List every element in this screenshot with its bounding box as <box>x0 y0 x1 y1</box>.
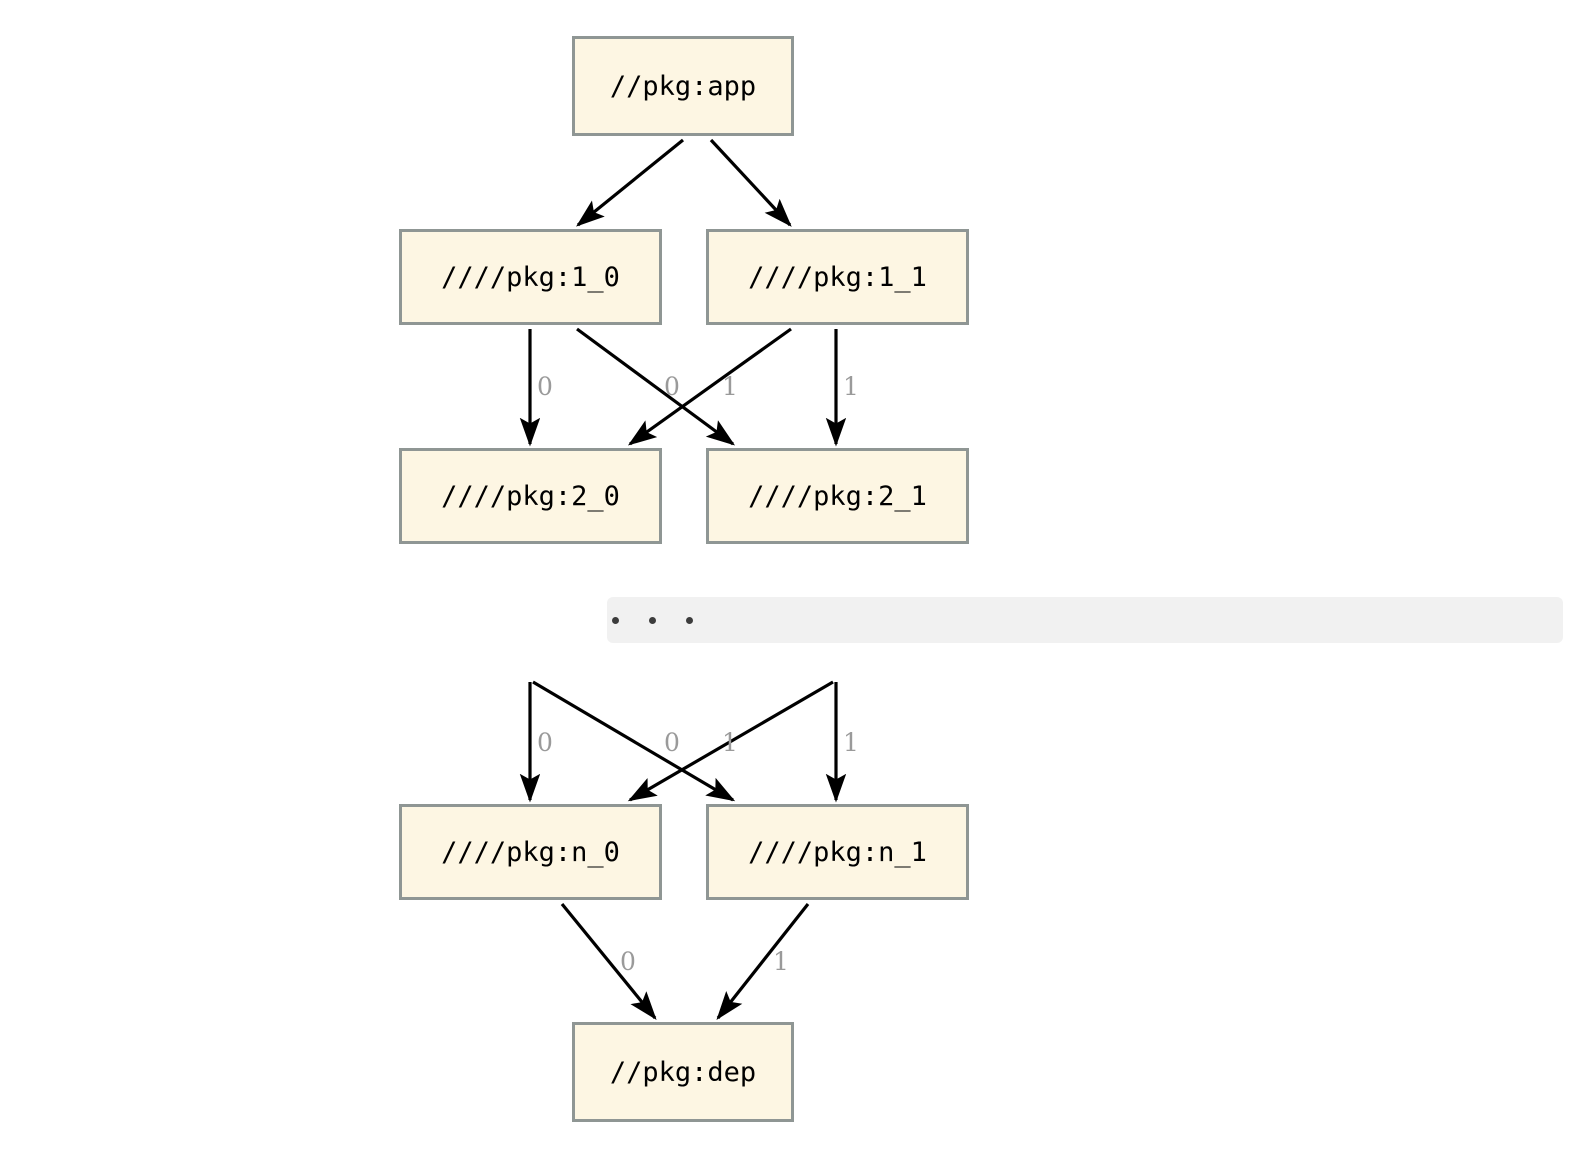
graph-node-ln_0[interactable]: ////pkg:n_0 <box>399 804 662 900</box>
graph-node-l1_0[interactable]: ////pkg:1_0 <box>399 229 662 325</box>
ellipsis-dot-icon <box>612 617 619 624</box>
graph-node-label: ////pkg:1_0 <box>441 261 620 293</box>
graph-edge <box>576 138 685 227</box>
edge-label: 1 <box>722 372 738 401</box>
edge-label: 1 <box>773 947 789 976</box>
graph-node-app[interactable]: //pkg:app <box>572 36 794 136</box>
ellipsis-dot-icon <box>686 617 693 624</box>
edge-label: 1 <box>843 728 859 757</box>
graph-edge <box>532 680 736 802</box>
ellipsis-separator-band <box>607 597 1563 643</box>
graph-node-label: ////pkg:n_1 <box>748 836 927 868</box>
graph-node-label: //pkg:app <box>609 70 757 102</box>
graph-edge <box>627 327 792 446</box>
graph-edge <box>716 903 810 1021</box>
graph-node-l2_1[interactable]: ////pkg:2_1 <box>706 448 969 544</box>
edge-label: 0 <box>537 372 553 401</box>
graph-edge <box>576 327 736 446</box>
edge-label: 0 <box>664 372 680 401</box>
graph-edge <box>709 138 792 227</box>
edge-label: 1 <box>722 728 738 757</box>
edge-label: 0 <box>537 728 553 757</box>
graph-node-label: ////pkg:n_0 <box>441 836 620 868</box>
ellipsis-dot-icon <box>649 617 656 624</box>
edge-label: 1 <box>843 372 859 401</box>
graph-node-label: ////pkg:1_1 <box>748 261 927 293</box>
graph-edge <box>560 902 657 1020</box>
edge-label: 0 <box>620 947 636 976</box>
graph-node-l1_1[interactable]: ////pkg:1_1 <box>706 229 969 325</box>
graph-node-l2_0[interactable]: ////pkg:2_0 <box>399 448 662 544</box>
edge-label: 0 <box>664 728 680 757</box>
graph-node-label: ////pkg:2_1 <box>748 480 927 512</box>
graph-node-ln_1[interactable]: ////pkg:n_1 <box>706 804 969 900</box>
graph-node-label: ////pkg:2_0 <box>441 480 620 512</box>
graph-node-dep[interactable]: //pkg:dep <box>572 1022 794 1122</box>
graph-node-label: //pkg:dep <box>609 1056 757 1088</box>
